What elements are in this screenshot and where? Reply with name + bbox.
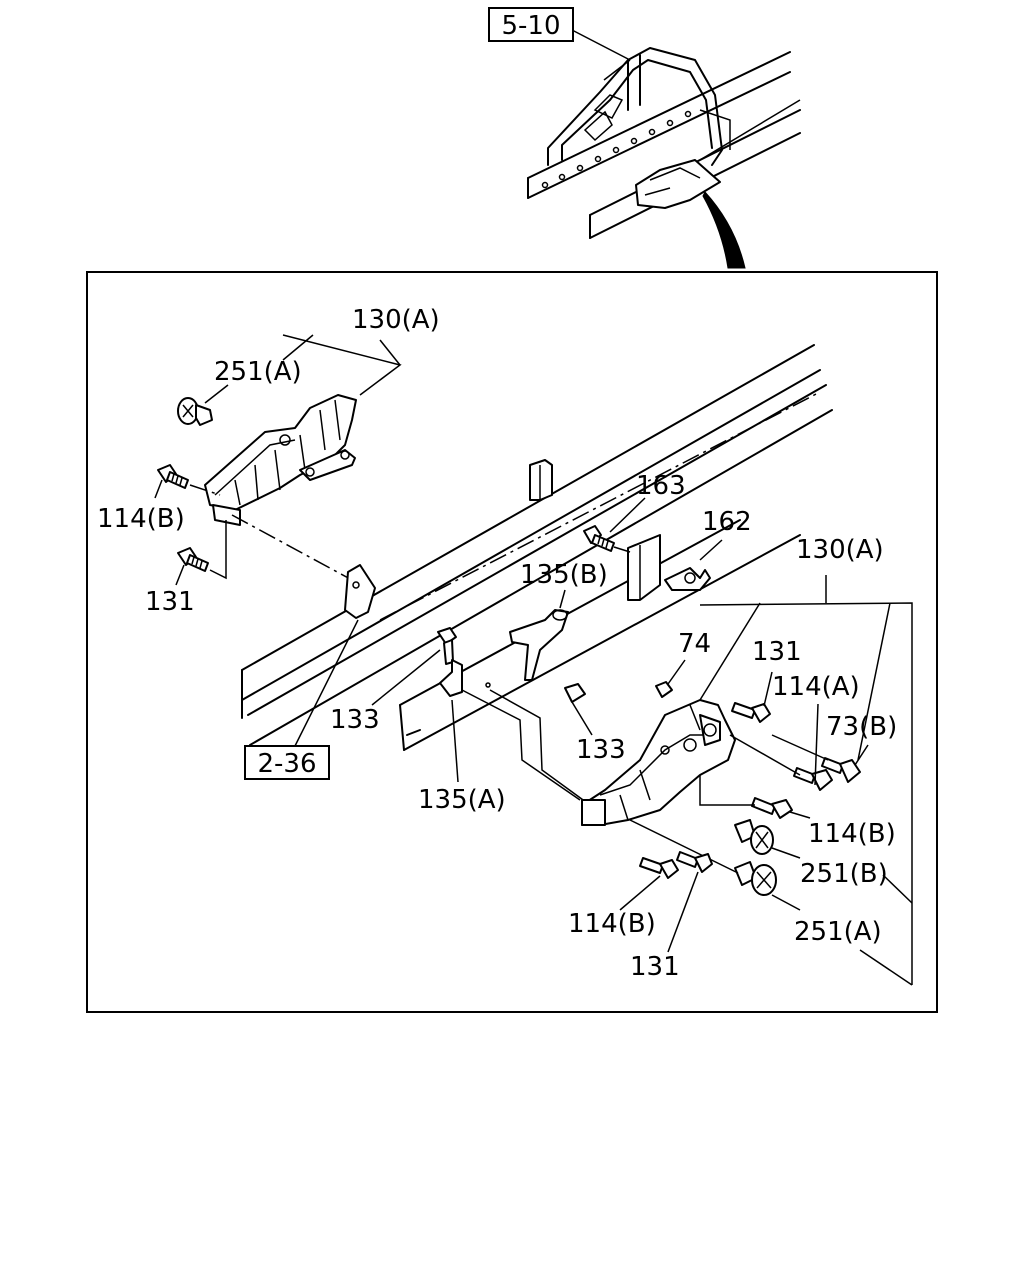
label-114b-left: 114(B) xyxy=(97,504,185,534)
bracket-130a-right xyxy=(581,699,736,826)
ref-2-36-label: 2-36 xyxy=(257,749,316,779)
label-114b-right: 114(B) xyxy=(808,819,896,849)
bolt-163 xyxy=(583,497,646,553)
bolt-131-left xyxy=(175,520,227,586)
label-114b-bottom: 114(B) xyxy=(568,909,656,939)
callout-labels: 130(A) 251(A) 114(B) 131 163 162 135(B) … xyxy=(97,305,897,982)
side-rail-beam xyxy=(241,344,833,751)
label-131-bottom: 131 xyxy=(630,952,680,982)
bolt-73b xyxy=(771,734,869,783)
clip-251a-bottom xyxy=(629,819,801,911)
washer-74 xyxy=(655,659,686,698)
label-130a-top: 130(A) xyxy=(352,305,440,335)
bracket-135b xyxy=(509,589,569,681)
bracket-130a-left xyxy=(204,394,357,526)
label-133-left: 133 xyxy=(330,705,380,735)
bolt-133-left xyxy=(371,627,457,706)
label-251a-bottom: 251(A) xyxy=(794,917,882,947)
clip-135a xyxy=(439,659,463,783)
label-73b: 73(B) xyxy=(826,712,897,742)
label-162: 162 xyxy=(702,507,752,537)
bracket-small-2-36 xyxy=(293,564,376,749)
label-74: 74 xyxy=(678,629,711,659)
overview-frame-illustration xyxy=(527,29,801,269)
label-251a-top: 251(A) xyxy=(214,357,302,387)
reference-box-5-10: 5-10 xyxy=(488,7,574,42)
clip-162 xyxy=(664,539,723,591)
label-114a: 114(A) xyxy=(772,672,860,702)
clip-251a-top xyxy=(177,384,229,426)
bolt-114b-right xyxy=(699,775,811,819)
detail-frame xyxy=(86,271,938,1013)
label-135b: 135(B) xyxy=(520,560,608,590)
bolt-114a xyxy=(729,703,833,791)
bolt-131-right xyxy=(731,671,773,723)
bolt-133-rail xyxy=(564,683,593,736)
reference-box-2-36: 2-36 xyxy=(244,745,330,780)
bolt-114b-left xyxy=(154,464,221,499)
label-135a: 135(A) xyxy=(418,785,506,815)
bolt-131-bottom xyxy=(667,851,713,953)
label-133-mid: 133 xyxy=(576,735,626,765)
label-163: 163 xyxy=(636,471,686,501)
bolt-114b-bottom xyxy=(619,857,679,911)
clip-251b xyxy=(734,819,801,859)
label-131-left: 131 xyxy=(145,587,195,617)
label-130a-right: 130(A) xyxy=(796,535,884,565)
ref-5-10-label: 5-10 xyxy=(501,11,560,41)
label-251b: 251(B) xyxy=(800,859,888,889)
label-131-right: 131 xyxy=(752,637,802,667)
